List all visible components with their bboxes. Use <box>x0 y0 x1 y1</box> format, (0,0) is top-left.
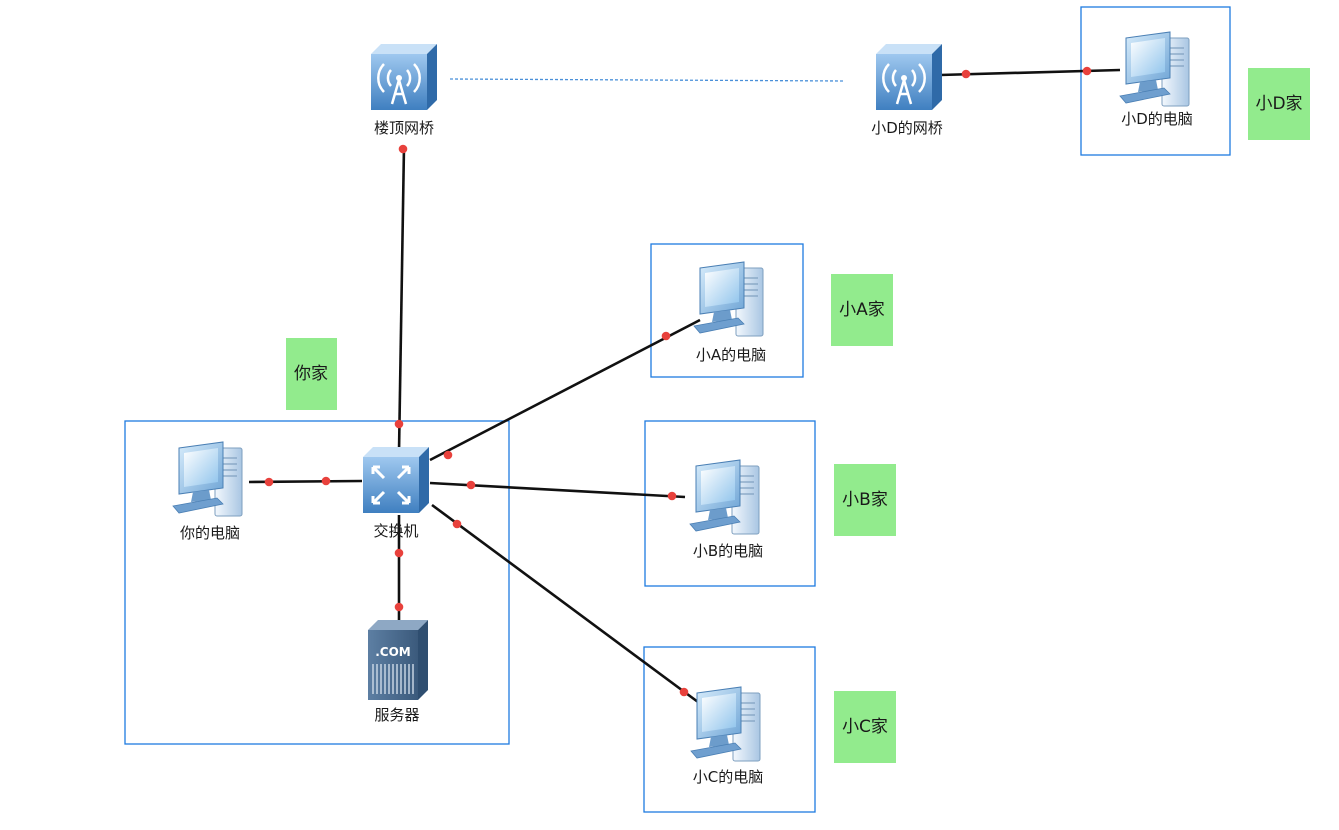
port-dots <box>264 66 1092 697</box>
a-pc-label: 小A的电脑 <box>696 346 766 364</box>
port-dot <box>667 491 677 501</box>
tag-home-d: 小D家 <box>1248 68 1310 140</box>
computer-icon <box>1119 31 1190 107</box>
switch-label: 交换机 <box>373 522 418 540</box>
d-bridge-device[interactable]: 小D的网桥 <box>871 42 944 137</box>
port-dot <box>321 476 331 486</box>
your-pc-device[interactable]: 你的电脑 <box>172 441 243 542</box>
port-dot <box>452 519 462 529</box>
port-dot <box>679 687 689 697</box>
b-pc-label: 小B的电脑 <box>693 542 763 560</box>
wireless-link <box>449 78 846 82</box>
tag-home-c: 小C家 <box>834 691 896 763</box>
port-dot <box>394 602 404 612</box>
tag-home-a-text: 小A家 <box>839 300 885 320</box>
port-dot <box>1082 66 1092 76</box>
tag-your-home: 你家 <box>286 338 337 410</box>
port-dot <box>961 69 971 79</box>
your-home-box <box>124 420 510 745</box>
link-switch-roof-bridge <box>397 145 406 453</box>
your-pc-label: 你的电脑 <box>180 524 240 542</box>
a-pc-device[interactable]: 小A的电脑 <box>693 261 766 364</box>
computer-icon <box>690 686 761 762</box>
computer-icon <box>693 261 764 337</box>
wireless-bridge-icon <box>874 42 944 112</box>
computer-icon <box>172 441 243 517</box>
port-dot <box>661 331 671 341</box>
port-dot <box>264 477 274 487</box>
switch-icon <box>361 445 431 515</box>
tag-home-b: 小B家 <box>834 464 896 536</box>
port-dot <box>394 419 404 429</box>
home-d-box <box>1080 6 1231 156</box>
b-pc-device[interactable]: 小B的电脑 <box>689 459 763 560</box>
d-pc-device[interactable]: 小D的电脑 <box>1119 31 1193 128</box>
d-pc-label: 小D的电脑 <box>1121 110 1193 128</box>
port-dot <box>443 450 453 460</box>
tag-home-a: 小A家 <box>831 274 893 346</box>
home-b-box <box>644 420 816 587</box>
home-a-box <box>650 243 804 378</box>
tag-home-b-text: 小B家 <box>842 490 888 510</box>
server-icon <box>367 619 429 701</box>
computer-icon <box>689 459 760 535</box>
d-bridge-label: 小D的网桥 <box>871 119 943 137</box>
tag-home-c-text: 小C家 <box>842 717 888 737</box>
port-dot <box>398 144 408 154</box>
port-dot <box>466 480 476 490</box>
roof-bridge-device[interactable]: 楼顶网桥 <box>369 42 439 137</box>
server-device[interactable]: .COM 服务器 <box>367 619 429 724</box>
wireless-bridge-icon <box>369 42 439 112</box>
c-pc-device[interactable]: 小C的电脑 <box>690 686 763 786</box>
server-badge: .COM <box>375 645 411 659</box>
tag-your-home-text: 你家 <box>294 364 328 384</box>
link-switch-a-pc <box>429 318 701 462</box>
server-label: 服务器 <box>374 706 419 724</box>
roof-bridge-label: 楼顶网桥 <box>374 119 434 137</box>
home-c-box <box>643 646 816 813</box>
link-switch-c-pc <box>431 503 699 704</box>
c-pc-label: 小C的电脑 <box>693 768 763 786</box>
tag-home-d-text: 小D家 <box>1255 94 1302 114</box>
switch-device[interactable]: 交换机 <box>361 445 431 540</box>
port-dot <box>394 548 404 558</box>
